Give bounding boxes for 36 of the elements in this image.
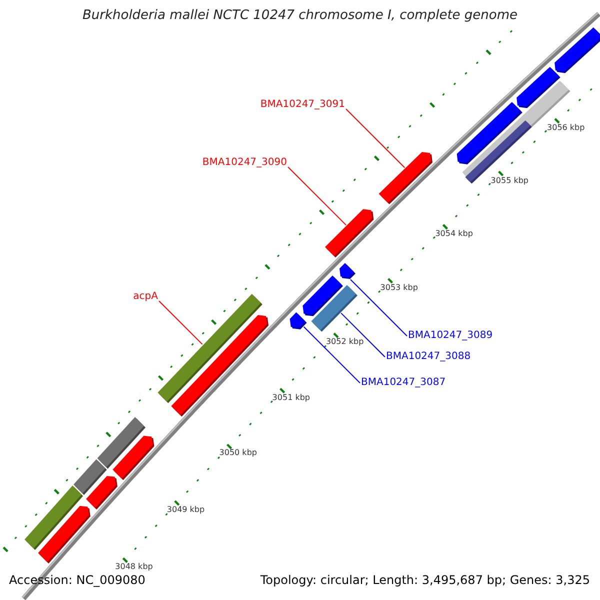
gene-block (112, 436, 154, 480)
diagram-title: Burkholderia mallei NCTC 10247 chromosome I, complete genome (81, 9, 519, 24)
scale-label: 3049 kbp (166, 506, 205, 515)
gene-label: BMA10247_3087 (361, 377, 446, 388)
scale-label: 3048 kbp (115, 563, 153, 572)
accession-text: Accession: NC_009080 (9, 574, 146, 588)
gene-label: BMA10247_3090 (202, 157, 287, 168)
gene-label: BMA10247_3091 (260, 99, 345, 110)
leader-line (346, 108, 406, 168)
gene-label: BMA10247_3089 (408, 330, 493, 341)
gene-bar (311, 285, 358, 332)
leader-line (158, 300, 203, 345)
gene-block (456, 102, 522, 164)
gene-label: BMA10247_3088 (386, 351, 471, 362)
leader-line (340, 312, 386, 358)
gene-block (325, 209, 374, 258)
scale-label: 3053 kbp (380, 284, 418, 293)
genome-summary: Topology: circular; Length: 3,495,687 bp; Genes: 3,325 (260, 574, 590, 588)
scale-label: 3056 kbp (547, 124, 585, 133)
scale-label: 3052 kbp (326, 338, 364, 348)
scale-label: 3054 kbp (435, 230, 473, 239)
leader-line (288, 166, 347, 226)
scale-label: 3051 kbp (272, 394, 310, 402)
gene-block (86, 476, 118, 510)
gene-block (171, 315, 268, 417)
leader-line (303, 326, 360, 384)
gene-block (554, 27, 600, 74)
gene-block (516, 66, 560, 108)
scale-label: 3050 kbp (219, 449, 257, 458)
gene-block (290, 312, 307, 330)
leader-line (350, 279, 408, 336)
gene-label: acpA (133, 291, 158, 302)
gene-block (38, 506, 90, 564)
gene-block (378, 152, 432, 204)
gene-block (340, 263, 356, 279)
scale-label: 3055 kbp (490, 176, 528, 186)
